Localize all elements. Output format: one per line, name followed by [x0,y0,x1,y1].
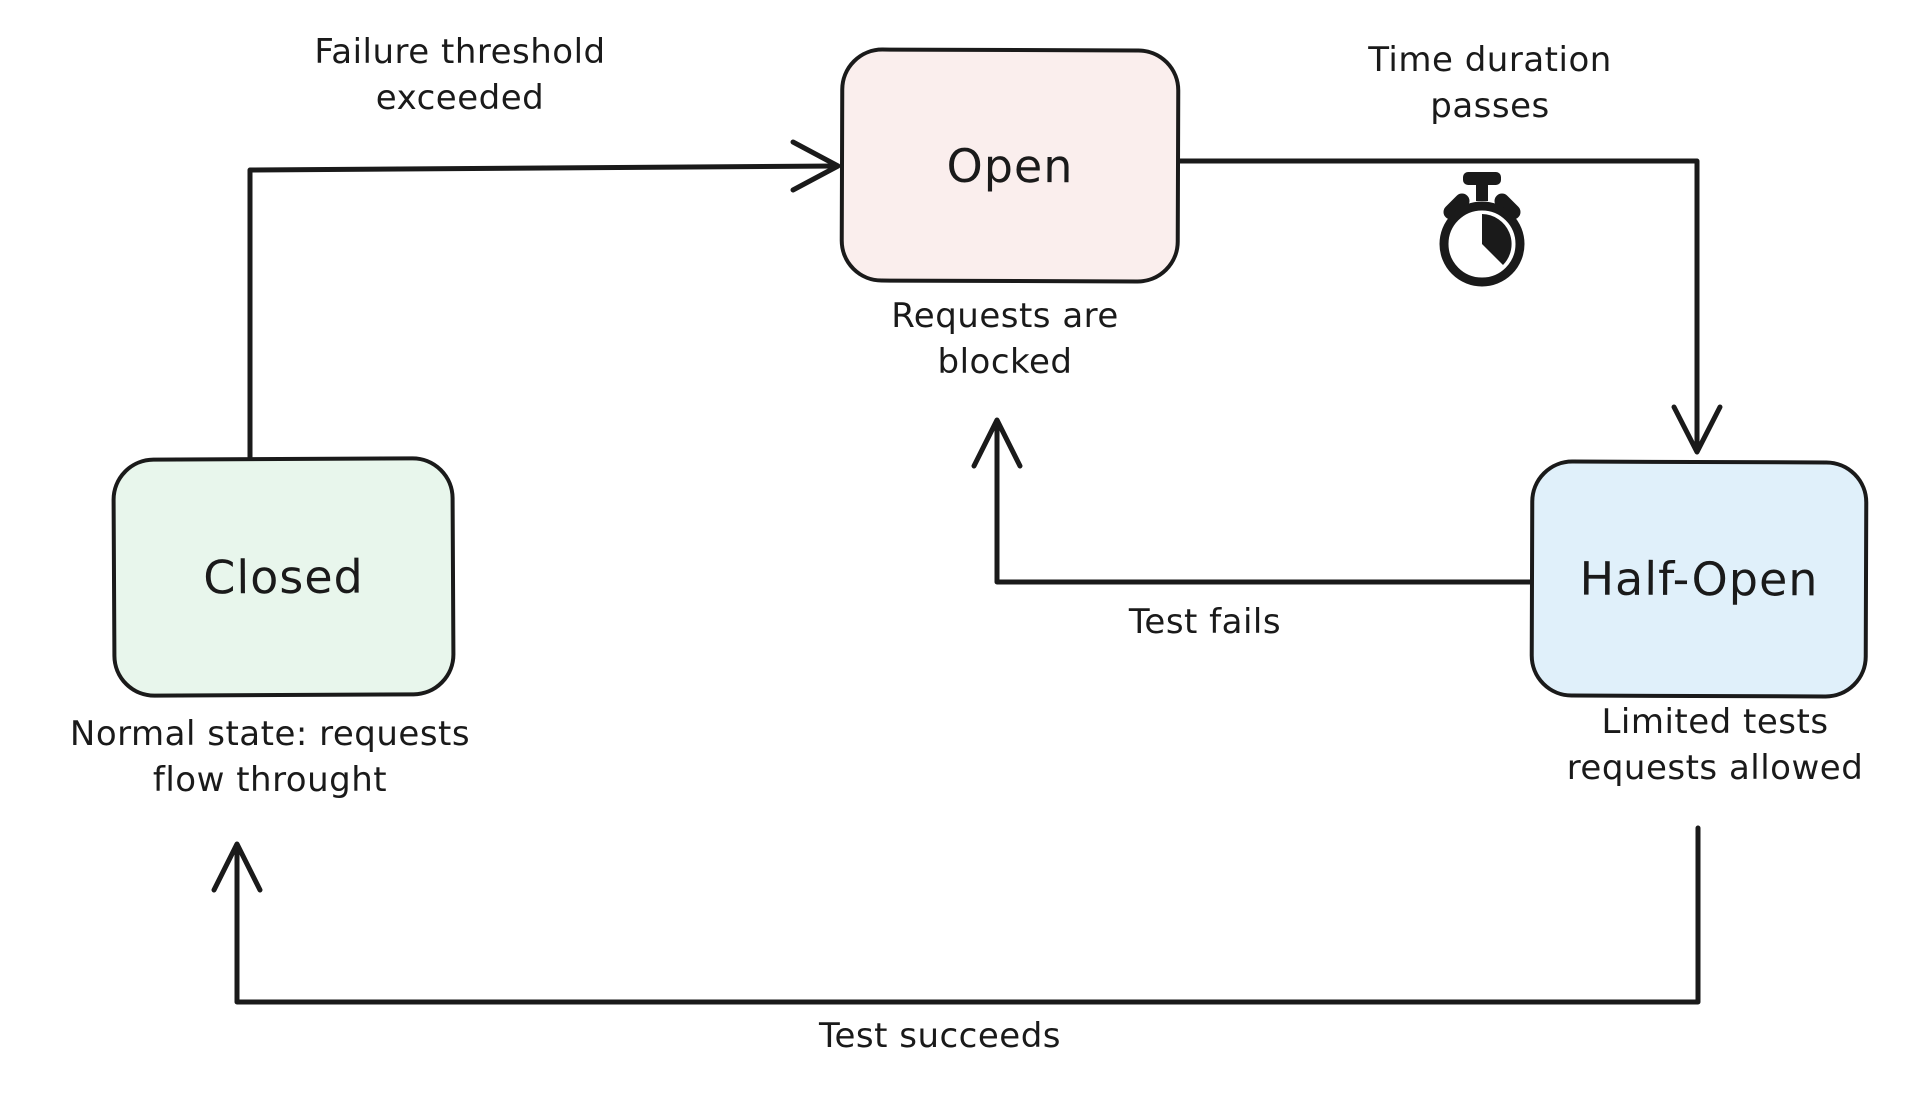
transition-label-test-succeeds: Test succeeds [818,1016,1062,1056]
arrow-half-open-to-closed [211,825,1701,1005]
stopwatch-icon [1439,172,1525,287]
state-open: Open [839,47,1181,284]
arrow-open-to-half-open [1177,158,1723,455]
state-half-open-caption: Limited tests requests allowed [1566,702,1864,788]
state-open-caption: Requests are blocked [891,296,1119,382]
transition-label-test-fails: Test fails [1128,602,1282,642]
arrow-closed-to-open [247,139,841,460]
state-half-open: Half-Open [1529,459,1869,699]
transition-label-failure-threshold: Failure threshold exceeded [314,32,606,118]
state-closed-label: Closed [203,549,364,605]
transition-label-time-duration: Time duration passes [1368,40,1612,126]
state-open-label: Open [946,138,1074,193]
arrow-half-open-to-open [971,417,1533,585]
state-closed-caption: Normal state: requests flow throught [69,714,471,800]
state-half-open-label: Half-Open [1579,551,1819,607]
state-closed: Closed [111,456,456,698]
